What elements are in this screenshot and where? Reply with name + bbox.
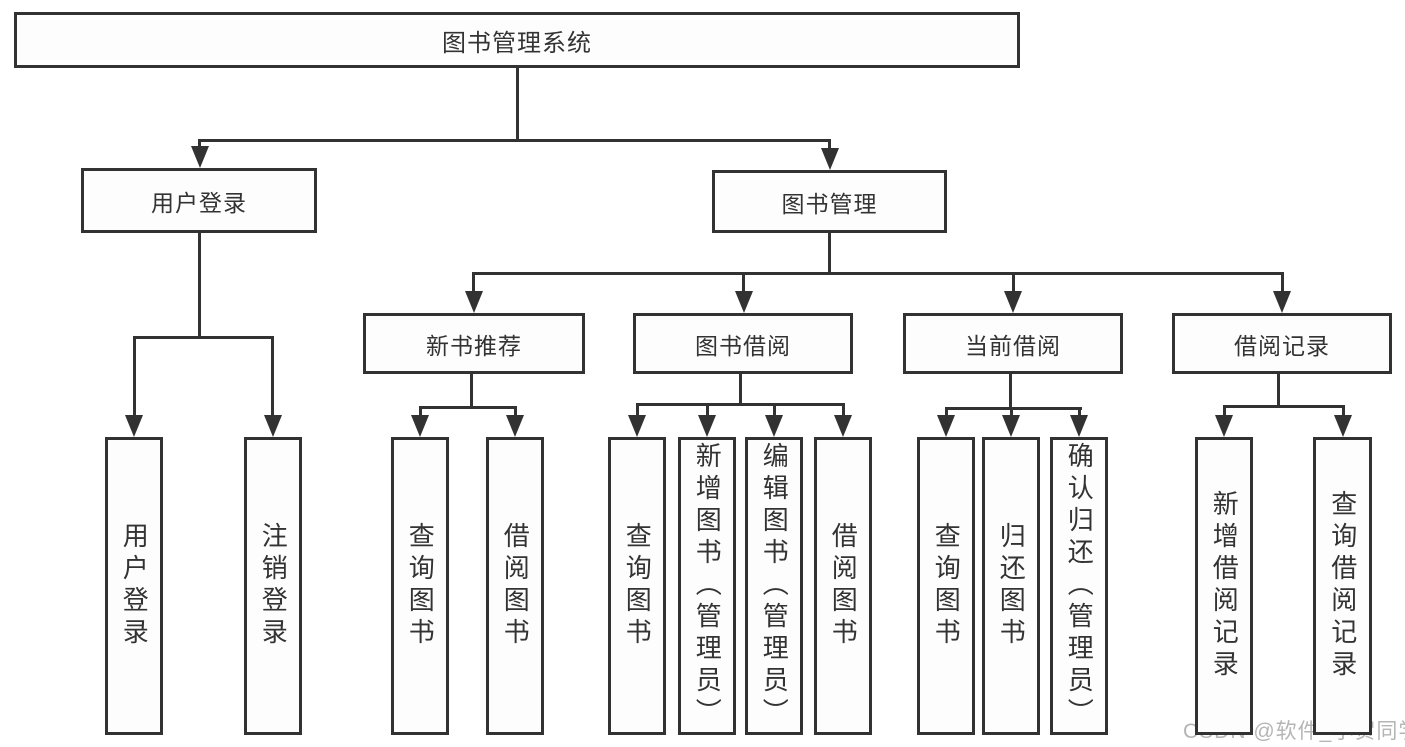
- arrowhead-down-icon: [937, 415, 955, 437]
- arrowhead-down-icon: [1273, 291, 1291, 313]
- arrowhead-down-icon: [1070, 415, 1088, 437]
- connector-line: [198, 233, 201, 339]
- connector-line: [1277, 374, 1280, 408]
- connector-line: [739, 374, 742, 406]
- node-label-current-borrow: 当前借阅: [965, 332, 1061, 359]
- connector-line: [470, 374, 473, 409]
- node-current-borrow: 当前借阅: [903, 313, 1123, 374]
- connector-line: [1342, 405, 1345, 419]
- node-cb-query-books: 查询图书: [917, 437, 975, 735]
- node-label-rec-query-books: 查询图书: [405, 522, 436, 650]
- arrowhead-down-icon: [821, 148, 839, 170]
- node-book-borrow: 图书借阅: [633, 313, 853, 374]
- connector-line: [1009, 374, 1012, 410]
- connector-line: [945, 407, 1082, 410]
- node-label-bb-add-books-admin: 新增图书（管理员）: [692, 442, 723, 730]
- node-bb-add-books-admin: 新增图书（管理员）: [678, 437, 736, 735]
- node-label-do-logout: 注销登录: [258, 522, 289, 650]
- node-label-do-login: 用户登录: [119, 522, 150, 650]
- node-label-cb-query-books: 查询图书: [931, 522, 962, 650]
- node-label-bb-borrow-books: 借阅图书: [828, 522, 859, 650]
- node-label-book-borrow: 图书借阅: [695, 332, 791, 359]
- connector-line: [472, 272, 1284, 275]
- arrowhead-down-icon: [506, 415, 524, 437]
- arrowhead-down-icon: [125, 415, 143, 437]
- arrowhead-down-icon: [735, 291, 753, 313]
- node-bb-borrow-books: 借阅图书: [814, 437, 872, 735]
- node-bb-query-books: 查询图书: [608, 437, 666, 735]
- arrowhead-down-icon: [628, 415, 646, 437]
- connector-line: [419, 406, 422, 420]
- node-br-query-record: 查询借阅记录: [1313, 437, 1372, 735]
- connector-line: [945, 407, 948, 419]
- connector-line: [636, 403, 845, 406]
- node-new-book-rec: 新书推荐: [363, 313, 585, 374]
- connector-line: [773, 403, 776, 419]
- connector-line: [516, 68, 519, 142]
- node-do-login: 用户登录: [105, 437, 163, 735]
- node-rec-query-books: 查询图书: [391, 437, 449, 735]
- connector-line: [1078, 407, 1081, 419]
- node-system: 图书管理系统: [14, 12, 1020, 68]
- node-label-br-add-record: 新增借阅记录: [1209, 490, 1240, 682]
- arrowhead-down-icon: [411, 415, 429, 437]
- connector-line: [706, 403, 709, 419]
- node-label-rec-borrow-books: 借阅图书: [500, 522, 531, 650]
- node-label-user-login: 用户登录: [151, 189, 247, 216]
- connector-line: [198, 139, 201, 151]
- connector-line: [636, 403, 639, 419]
- node-br-add-record: 新增借阅记录: [1195, 437, 1253, 735]
- node-label-borrow-records: 借阅记录: [1234, 332, 1330, 359]
- connector-line: [1281, 272, 1284, 294]
- arrowhead-down-icon: [765, 415, 783, 437]
- connector-line: [1012, 272, 1015, 294]
- connector-line: [271, 336, 274, 416]
- node-do-logout: 注销登录: [244, 437, 302, 735]
- node-label-new-book-rec: 新书推荐: [426, 332, 522, 359]
- node-bb-edit-books-admin: 编辑图书（管理员）: [745, 437, 803, 735]
- connector-line: [133, 336, 274, 339]
- connector-line: [742, 272, 745, 294]
- connector-line: [514, 406, 517, 420]
- connector-line: [133, 336, 136, 416]
- node-label-system: 图书管理系统: [442, 29, 592, 57]
- arrowhead-down-icon: [698, 415, 716, 437]
- connector-line: [1223, 405, 1226, 419]
- node-rec-borrow-books: 借阅图书: [486, 437, 544, 735]
- connector-line: [1223, 405, 1345, 408]
- arrowhead-down-icon: [1004, 291, 1022, 313]
- arrowhead-down-icon: [1334, 415, 1352, 437]
- connector-line: [1010, 407, 1013, 419]
- arrowhead-down-icon: [1215, 415, 1233, 437]
- node-label-book-mgmt: 图书管理: [781, 190, 878, 217]
- node-label-br-query-record: 查询借阅记录: [1327, 490, 1358, 682]
- connector-line: [472, 272, 475, 294]
- node-borrow-records: 借阅记录: [1172, 313, 1392, 374]
- node-user-login: 用户登录: [81, 168, 317, 233]
- arrowhead-down-icon: [1002, 415, 1020, 437]
- connector-line: [419, 406, 517, 409]
- connector-line: [198, 139, 831, 142]
- connector-line: [842, 403, 845, 419]
- node-cb-return-books: 归还图书: [982, 437, 1040, 735]
- node-label-bb-query-books: 查询图书: [622, 522, 653, 650]
- node-label-cb-confirm-return-admin: 确认归还（管理员）: [1064, 442, 1095, 730]
- connector-line: [828, 233, 831, 275]
- node-cb-confirm-return-admin: 确认归还（管理员）: [1050, 437, 1108, 735]
- node-book-mgmt: 图书管理: [712, 170, 947, 233]
- arrowhead-down-icon: [834, 415, 852, 437]
- arrowhead-down-icon: [465, 291, 483, 313]
- connector-line: [828, 139, 831, 151]
- arrowhead-down-icon: [191, 146, 209, 168]
- node-label-bb-edit-books-admin: 编辑图书（管理员）: [759, 442, 790, 730]
- arrowhead-down-icon: [264, 415, 282, 437]
- node-label-cb-return-books: 归还图书: [996, 522, 1027, 650]
